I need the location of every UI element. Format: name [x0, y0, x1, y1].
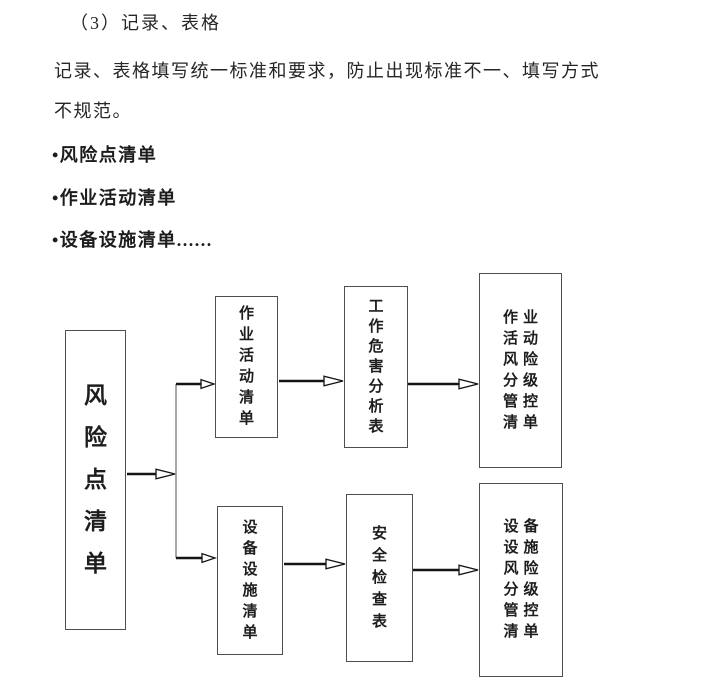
bullet-item-risk-point-list: •风险点清单 — [52, 145, 158, 165]
node-label: 安 全 检 查 表 — [371, 526, 387, 630]
flowchart-node-risk-point-list: 风 险 点 清 单 — [65, 330, 126, 630]
node-label: 工 作 危 害 分 析 表 — [368, 299, 384, 435]
flowchart-node-equipment-control-list: 设备 设施 风险 分级 管控 清单 — [479, 483, 563, 677]
arrow-risk-to-split — [127, 468, 176, 480]
node-label: 作业 活动 风险 分级 管控 清单 — [502, 309, 543, 431]
node-label: 作 业 活 动 清 单 — [238, 306, 254, 427]
flowchart-node-equipment-list: 设 备 设 施 清 单 — [217, 506, 283, 655]
arrow-activity-to-jha — [279, 375, 344, 387]
flowchart-node-activity-list: 作 业 活 动 清 单 — [215, 296, 278, 438]
bullet-item-activity-list: •作业活动清单 — [52, 188, 177, 208]
arrow-equipment-to-checklist — [284, 558, 346, 570]
flowchart-node-safety-checklist: 安 全 检 查 表 — [346, 494, 413, 662]
arrow-checklist-to-equipment-control — [413, 564, 479, 576]
arrow-split-to-activity-list — [176, 378, 217, 390]
node-label: 设备 设施 风险 分级 管控 清单 — [503, 519, 544, 640]
section-heading: （3）记录、表格 — [70, 13, 221, 33]
bullet-item-equipment-list: •设备设施清单...... — [52, 230, 213, 250]
flowchart-node-jha-table: 工 作 危 害 分 析 表 — [344, 286, 408, 448]
node-label: 风 险 点 清 单 — [84, 383, 107, 576]
arrow-split-to-equipment-list — [176, 552, 218, 564]
arrow-jha-to-activity-control — [408, 378, 479, 390]
flowchart-node-activity-control-list: 作业 活动 风险 分级 管控 清单 — [479, 273, 562, 468]
body-paragraph: 记录、表格填写统一标准和要求，防止出现标准不一、填写方式 不规范。 — [54, 61, 600, 121]
node-label: 设 备 设 施 清 单 — [242, 519, 258, 641]
